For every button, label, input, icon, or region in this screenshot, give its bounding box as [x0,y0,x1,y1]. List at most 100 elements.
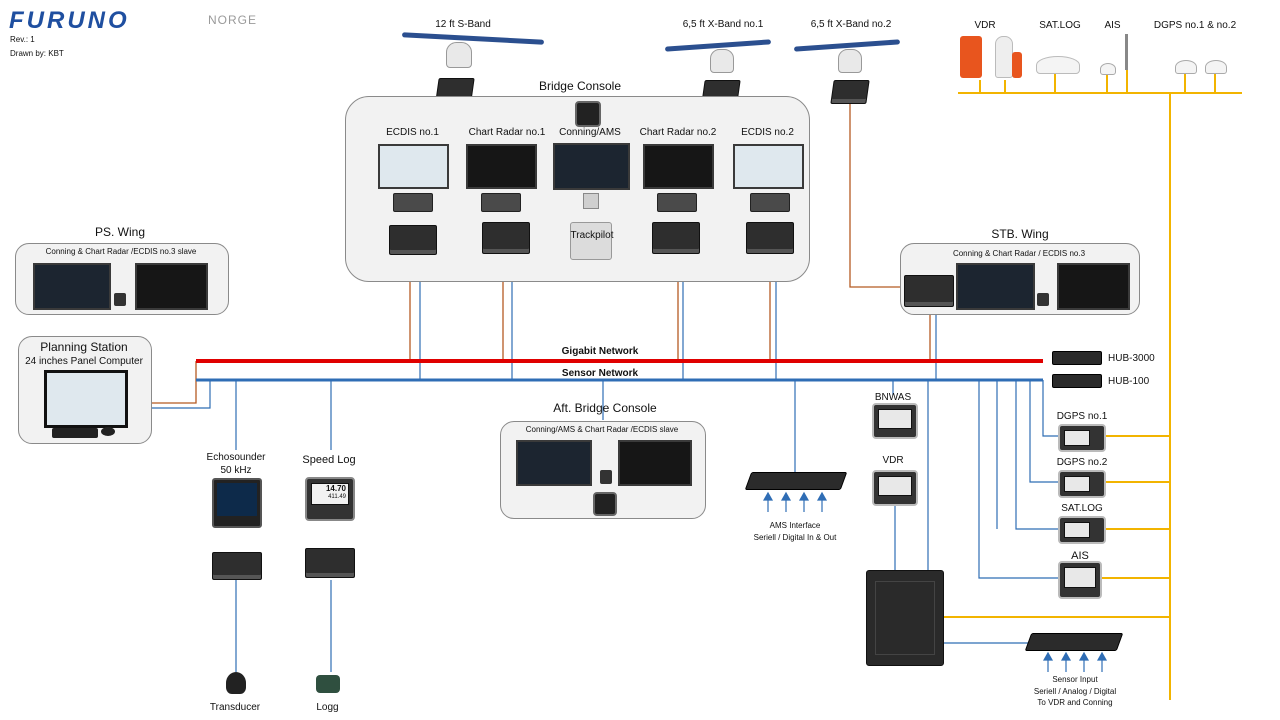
gigabit-network-label: Gigabit Network [561,346,639,357]
dgps1-unit-icon [1058,424,1106,452]
ecdis1-label: ECDIS no.1 [386,127,439,138]
ams-interface-label: AMS Interface [769,521,821,530]
ais-unit-icon [1058,561,1102,599]
revision-text: Rev.: 1 [10,35,35,44]
planning-keyboard-icon [52,428,98,438]
ecdis2-screen [733,144,804,189]
brand-subtitle: NORGE [208,13,258,27]
x-band2-pedestal-icon [838,49,862,73]
hub-100-label: HUB-100 [1108,376,1150,387]
satlog-unit-label: SAT.LOG [1061,503,1103,514]
aft-conning-screen [516,440,592,486]
transducer-label: Transducer [209,702,261,713]
ecdis2-processor-icon [746,222,794,254]
chart-radar1-screen [466,144,537,189]
brand-logo: FURUNO [9,7,130,34]
trackpilot-label: Trackpilot [570,230,614,241]
chart-radar1-keyboard-icon [481,193,521,212]
chart-radar2-label: Chart Radar no.2 [639,127,717,138]
conning-small-device-icon [583,193,599,209]
x-band1-pedestal-icon [710,49,734,73]
bridge-console-title: Bridge Console [538,79,622,93]
top-ais-label: AIS [1104,20,1121,31]
chart-radar1-label: Chart Radar no.1 [468,127,546,138]
vdr-beacon-icon [995,36,1013,78]
dgps2-label: DGPS no.2 [1056,457,1108,468]
input-arrows [762,491,1108,672]
satlog-dome-icon [1036,56,1080,74]
speedlog-value-2: 411.49 [328,494,346,500]
vdr-unit-label: VDR [882,455,904,466]
planning-station-screen [44,370,128,428]
hub-3000-icon [1052,351,1102,365]
logg-label: Logg [316,702,339,713]
aft-console-title: Aft. Bridge Console [553,401,657,415]
aft-console-subtitle: Conning/AMS & Chart Radar /ECDIS slave [525,425,679,434]
aft-control-icon [600,470,612,484]
top-dgps-label: DGPS no.1 & no.2 [1153,20,1237,31]
ps-wing-control-icon [114,293,126,306]
aft-radar-screen [618,440,692,486]
conning-screen [553,143,630,190]
echosounder-processor-icon [212,552,262,580]
aft-small-unit-icon [593,492,617,516]
logg-sensor-icon [316,675,340,693]
ais-gps-icon [1100,63,1116,75]
ps-wing-radar-screen [135,263,208,310]
ecdis1-keyboard-icon [393,193,433,212]
s-band-label: 12 ft S-Band [435,19,491,30]
chart-radar2-processor-icon [652,222,700,254]
sensor-input-hub-icon [1024,633,1124,651]
ais-whip-antenna-icon [1125,34,1128,70]
transducer-icon [226,672,246,694]
sensor-input-label: Sensor Input [1052,675,1098,684]
hub-100-icon [1052,374,1102,388]
speedlog-title: Speed Log [302,454,356,466]
echosounder-title: Echosounder [206,452,266,463]
speedlog-display-icon: 14.70 411.49 [305,477,355,521]
top-vdr-label: VDR [974,20,996,31]
ps-wing-title: PS. Wing [94,225,145,239]
trackpilot-unit-icon [570,222,612,260]
stb-wing-conning-screen [956,263,1035,310]
epirb-icon [1012,52,1022,78]
x-band2-label: 6,5 ft X-Band no.2 [810,19,892,30]
hub-3000-label: HUB-3000 [1108,353,1155,364]
conning-label: Conning/AMS [559,127,621,138]
ecdis1-processor-icon [389,225,437,255]
speedlog-processor-icon [305,548,355,578]
ecdis1-screen [378,144,449,189]
planning-station-title: Planning Station [40,340,128,354]
planning-mouse-icon [101,427,115,436]
ams-interface-icon [744,472,848,490]
vdr-capsule-icon [960,36,982,78]
stb-wing-title: STB. Wing [991,227,1049,241]
drawn-by-text: Drawn by: KBT [10,49,64,58]
sensor-input-types: Seriell / Analog / Digital [1033,687,1117,696]
s-band-pedestal-icon [446,42,472,68]
sensor-input-destination: To VDR and Conning [1037,698,1113,707]
x-band2-transceiver-icon [830,80,870,104]
ps-wing-conning-screen [33,263,111,310]
bnwas-label: BNWAS [874,392,912,403]
dgps1-antenna-icon [1175,60,1197,74]
satlog-unit-icon [1058,516,1106,544]
top-satlog-label: SAT.LOG [1039,20,1081,31]
echosounder-frequency: 50 kHz [220,465,252,476]
dgps2-unit-icon [1058,470,1106,498]
chart-radar1-processor-icon [482,222,530,254]
echosounder-display-icon [212,478,262,528]
vdr-unit-icon [872,470,918,506]
ecdis2-label: ECDIS no.2 [741,127,794,138]
stb-wing-control-icon [1037,293,1049,306]
speedlog-value-1: 14.70 [325,484,346,493]
sensor-network-label: Sensor Network [561,368,639,379]
x-band1-label: 6,5 ft X-Band no.1 [682,19,764,30]
ais-unit-label: AIS [1071,550,1089,562]
bnwas-unit-icon [872,403,918,439]
ps-wing-subtitle: Conning & Chart Radar /ECDIS no.3 slave [45,247,197,256]
ams-interface-sub: Seriell / Digital In & Out [753,533,837,542]
chart-radar2-screen [643,144,714,189]
dgps1-label: DGPS no.1 [1056,411,1108,422]
